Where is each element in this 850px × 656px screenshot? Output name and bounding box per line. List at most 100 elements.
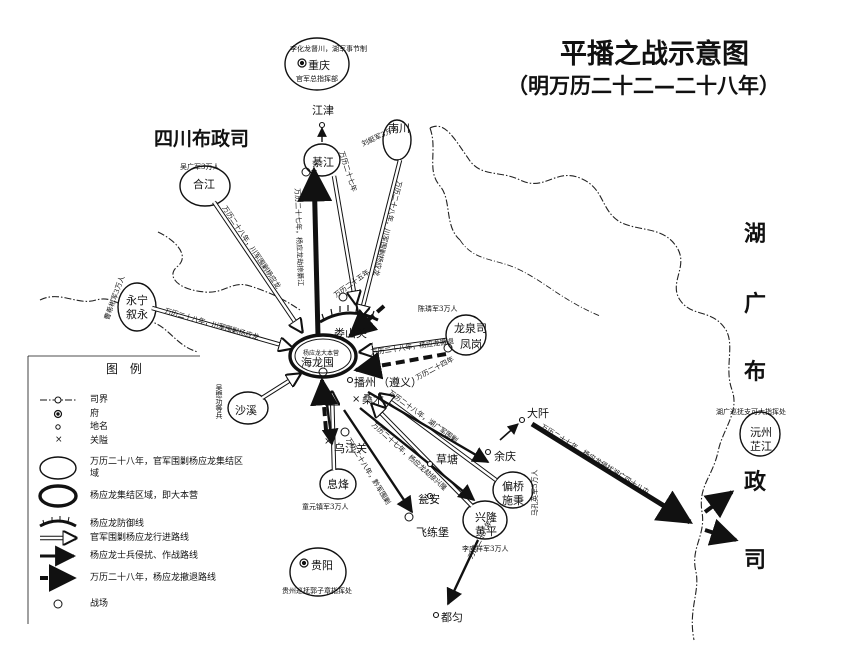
raid-duyun [446, 539, 480, 606]
dot-dajian [518, 416, 526, 424]
area-pianqiao [492, 471, 534, 509]
note-chongqing-bottom: 官军总指挥部 [296, 75, 338, 83]
label-duyun: 都匀 [441, 611, 463, 624]
legend-title: 图 例 [106, 362, 146, 376]
label-zhijiang: 芷江 [750, 440, 772, 453]
map-subtitle: （明万历二十二—二十八年） [507, 74, 780, 98]
fu-chongqing-c [299, 60, 305, 66]
area-longquan [445, 314, 487, 356]
label-shibing: 施秉 [502, 494, 524, 507]
note-guizhou-hq: 贵州巡抚郭子章指挥处 [282, 587, 352, 595]
label-jiangjin: 江津 [312, 104, 334, 117]
raid-huguang-b [704, 518, 739, 546]
route-xinglong-inner [372, 404, 473, 507]
route-longquan-inner [360, 338, 447, 352]
legend-item-pass: 关隘 [90, 436, 109, 446]
area-shaxi [227, 391, 269, 425]
label-loushan: 娄山关 [334, 327, 367, 340]
area-hailong-inner [294, 338, 352, 374]
raid-dajian [530, 421, 693, 525]
dot-bozhou [346, 376, 354, 384]
label-xuyong: 叙永 [126, 308, 148, 321]
battlefields [301, 167, 453, 522]
raid-qijiang [297, 166, 333, 337]
battle-fenggang [443, 343, 453, 353]
area-nanchuan [382, 119, 412, 161]
label-dajian: 大阡 [527, 407, 549, 420]
note-shaxi-side: 吴懋功等兵 [215, 384, 223, 419]
label-wujiang: 乌江关 [334, 442, 367, 455]
legend-item-official-area: 万历二十八年，官军围剿杨应龙集结区域 [90, 457, 244, 479]
battle-louhan [338, 292, 348, 302]
legend-item-battlefield: 战场 [90, 599, 109, 609]
label-shaxi: 沙溪 [235, 404, 257, 417]
pass-sangmu: × [352, 394, 360, 405]
region-huguang-1: 湖 [744, 222, 767, 247]
route-pianqiao-inner [380, 394, 497, 482]
note-wu-guangjun: 吴广军3万人 [180, 163, 220, 171]
retreat-fenggang [353, 351, 447, 380]
legend-item-raid-route: 杨应龙士兵侵扰、作战路线 [90, 551, 199, 561]
area-guiyang [289, 547, 347, 597]
note-chongqing-top: 李化龙督川，湖军事节制 [290, 45, 367, 53]
route-nanchuan-inner [360, 159, 402, 318]
place-symbols [318, 121, 526, 619]
fu-guiyang-c [301, 560, 307, 566]
fu-chongqing [297, 58, 307, 68]
area-hejiang [179, 165, 231, 207]
prefecture-symbols [297, 58, 309, 568]
area-xifeng [319, 468, 357, 500]
label-yuqing: 余庆 [494, 450, 516, 463]
legend-item-retreat: 万历二十八年，杨应龙撤退路线 [90, 573, 217, 583]
note-li-yingxiang: 李应祥军3万人 [462, 545, 509, 553]
dot-wengan [426, 492, 434, 500]
label-pianqiao: 偏桥 [502, 480, 524, 493]
dot-yuqing [484, 448, 492, 456]
legend-item-prefecture: 府 [90, 409, 100, 419]
province-boundary [39, 125, 735, 641]
region-huguang-4: 政 [744, 470, 767, 495]
label-guiyang: 贵阳 [311, 559, 333, 572]
legend-symbols: × [38, 396, 78, 609]
label-feilian: 飞练堡 [416, 526, 449, 539]
map-title: 平播之战示意图 [560, 39, 749, 70]
label-zunyi: （遵义） [378, 376, 422, 389]
label-xifeng: 息烽 [327, 478, 349, 491]
pass-wujiang: × [324, 436, 332, 447]
raid-huguang-a [703, 490, 735, 519]
legend-item-boundary: 司界 [90, 395, 109, 405]
raid-xinglong [359, 407, 476, 502]
route-yongning-inner [151, 306, 292, 348]
svg-text:×: × [55, 435, 63, 445]
legend: 图 例 司界 府 地名 关隘 万历二十八年，官军围剿杨应龙集结区域 杨应龙集结区… [28, 356, 273, 624]
battle-qijiang [301, 167, 311, 177]
label-yuanzhou: 沅州 [750, 426, 772, 439]
legend-item-place: 地名 [90, 422, 109, 432]
note-chen-lin: 陈璘军3万人 [418, 305, 458, 313]
label-huangping: 黄平 [475, 525, 497, 538]
route-shaxi-inner [261, 374, 300, 400]
area-chongqing [284, 37, 350, 91]
area-yuanzhou [739, 411, 781, 457]
raid-wengan [343, 409, 413, 514]
battle-feilian [404, 512, 414, 522]
note-ma-kongying: 马孔英军3万人 [531, 469, 539, 516]
dot-duyun [432, 611, 440, 619]
label-nanchuan: 南川 [388, 122, 410, 135]
label-yongning: 永宁 [126, 294, 148, 307]
battle-hailong [318, 367, 328, 377]
label-chongqing: 重庆 [308, 59, 330, 72]
label-wengan: 瓮安 [418, 493, 440, 506]
label-caotang: 草塘 [436, 453, 458, 466]
raid-dajian-small [499, 423, 519, 441]
fu-guiyang [299, 558, 309, 568]
note-hailong-inner: 杨应龙大本营 [303, 350, 340, 357]
retreat-south [310, 377, 338, 431]
label-sangmu: 桑木 [362, 393, 384, 406]
legend-item-defense: 杨应龙防御线 [90, 519, 145, 529]
legend-item-yang-hq: 杨应龙集结区域，即大本营 [90, 491, 199, 501]
label-hejiang: 合江 [193, 178, 215, 191]
battle-wujiang [340, 427, 350, 437]
label-xinglong: 兴隆 [475, 511, 497, 524]
